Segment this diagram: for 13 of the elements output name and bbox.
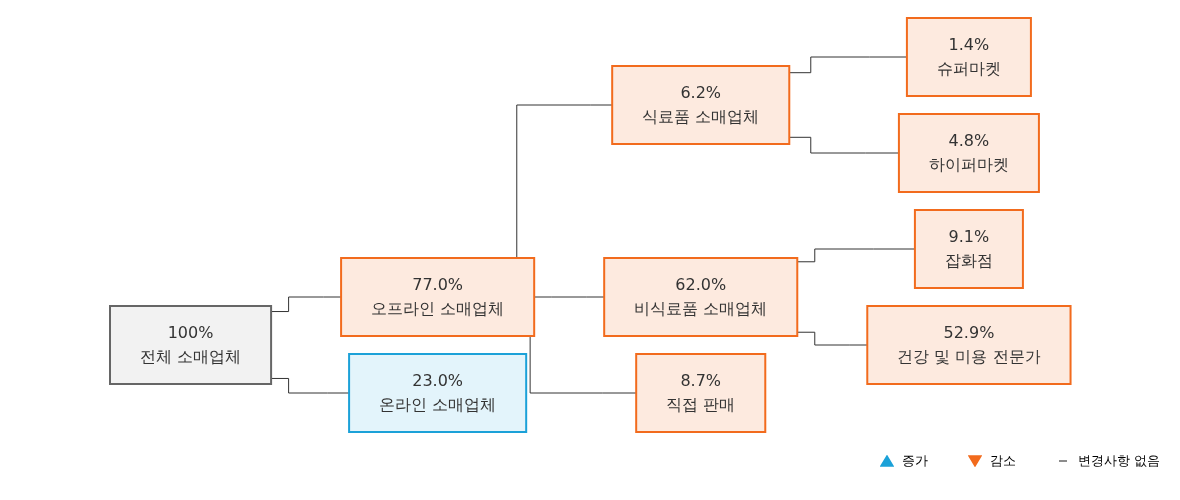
node-box: 6.2% 식료품 소매업체 [610, 65, 790, 145]
node-box: 23.0% 온라인 소매업체 [347, 353, 527, 433]
node-box: 8.7% 직접 판매 [634, 353, 766, 433]
legend-label: 변경사항 없음 [1077, 452, 1160, 470]
legend-label: 증가 [901, 452, 928, 470]
node-box: 77.0% 오프라인 소매업체 [339, 257, 535, 337]
node-box: 1.4% 슈퍼마켓 [905, 17, 1032, 97]
node-box: 4.8% 하이퍼마켓 [897, 113, 1040, 193]
node-box: 52.9% 건강 및 미용 전문가 [866, 305, 1072, 385]
legend-label: 감소 [989, 452, 1016, 470]
node-box: 9.1% 잡화점 [913, 209, 1024, 289]
node-box: 62.0% 비식료품 소매업체 [602, 257, 798, 337]
node-box: 100% 전체 소매업체 [108, 305, 272, 385]
